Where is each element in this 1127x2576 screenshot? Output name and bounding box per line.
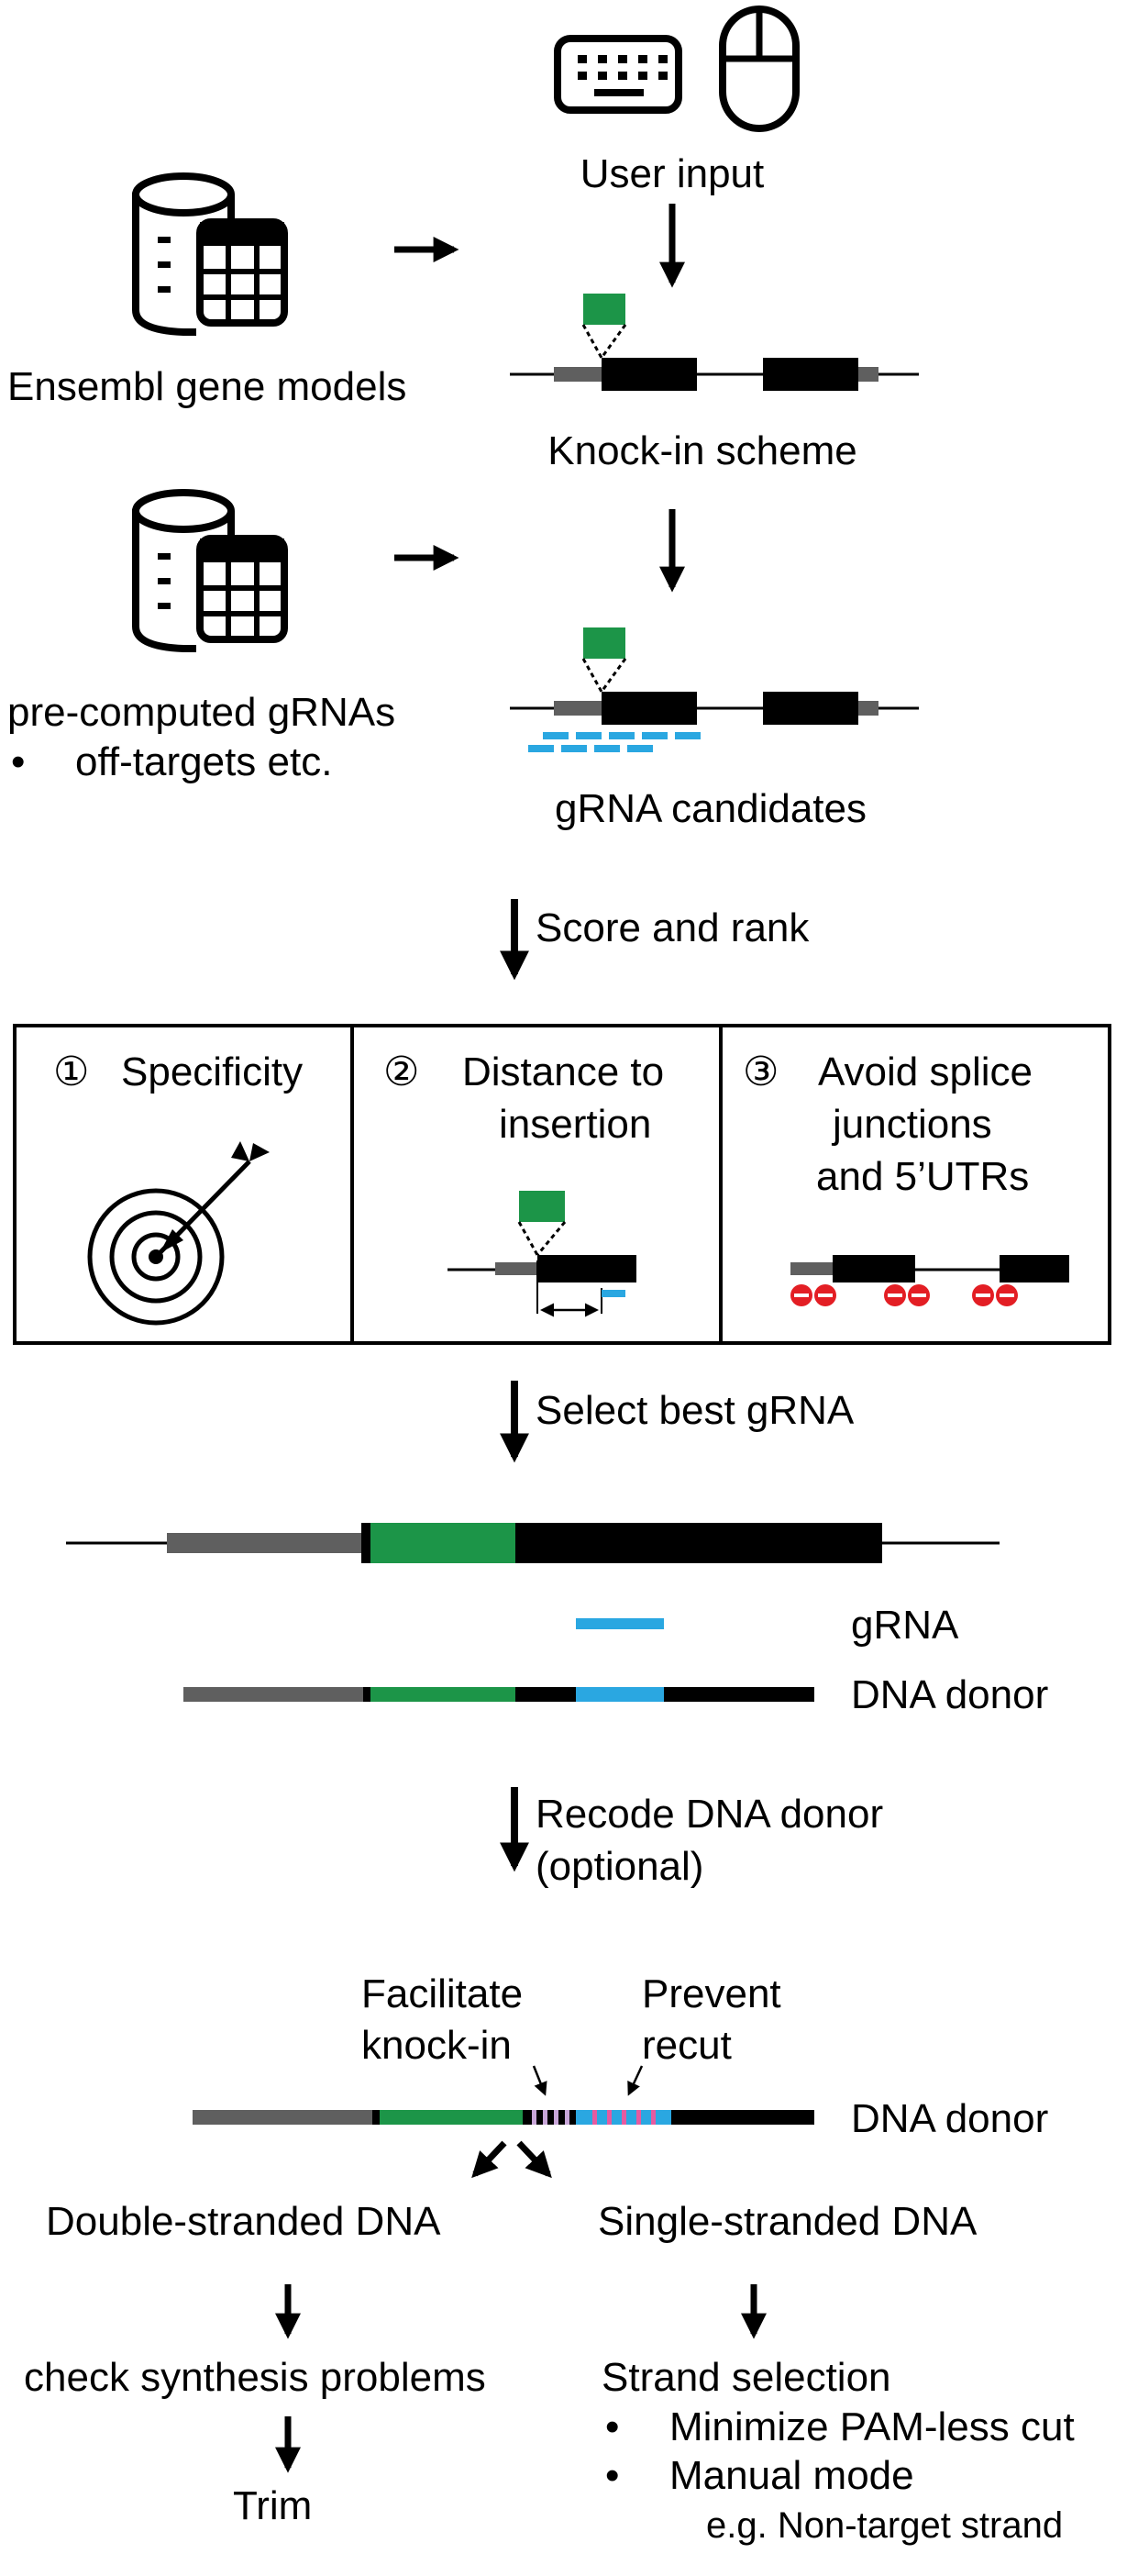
criterion-3-label-line1: Avoid splice: [818, 1049, 1033, 1094]
criterion-2-label-line1: Distance to: [462, 1049, 664, 1094]
no-entry-icon: [790, 1284, 836, 1306]
recoded-dna-donor-track: [193, 2110, 814, 2125]
arrow-pointer: [627, 2065, 644, 2096]
strand-selection-label: Strand selection: [602, 2355, 891, 2400]
grna-candidates-gene-model: [510, 627, 919, 752]
offtargets-label: off-targets etc.: [75, 739, 332, 784]
facilitate-label-line1: Facilitate: [361, 1971, 523, 2016]
select-best-label: Select best gRNA: [536, 1388, 855, 1433]
dna-donor-label: DNA donor: [851, 1672, 1048, 1717]
target-icon: [87, 1141, 270, 1326]
arrow-down-left: [471, 2140, 507, 2179]
minimize-pamless-label: Minimize PAM-less cut: [669, 2404, 1075, 2449]
criterion-1-number: ①: [53, 1049, 89, 1094]
criteria-box: [13, 1024, 1111, 1345]
facilitate-label-line2: knock-in: [361, 2023, 512, 2068]
grna-candidates-label: gRNA candidates: [555, 786, 867, 831]
manual-mode-label: Manual mode: [669, 2453, 914, 2498]
grna-label: gRNA: [851, 1603, 959, 1648]
double-stranded-label: Double-stranded DNA: [46, 2199, 441, 2244]
criterion-2-label-line2: insertion: [499, 1102, 651, 1147]
criterion-3-label-line3: and 5’UTRs: [816, 1154, 1029, 1199]
arrow-down-right: [516, 2140, 552, 2179]
dna-donor-track: [183, 1687, 814, 1702]
bullet: •: [605, 2453, 619, 2498]
criterion-3-label-line2: junctions: [831, 1102, 992, 1147]
grna-bar: [576, 1618, 664, 1629]
prevent-label-line2: recut: [642, 2023, 732, 2068]
non-target-strand-label: e.g. Non-target strand: [706, 2505, 1063, 2546]
trim-label: Trim: [233, 2483, 312, 2528]
distance-gene-model: [447, 1191, 636, 1317]
knockin-scheme-label: Knock-in scheme: [547, 428, 856, 473]
bullet: •: [605, 2404, 619, 2449]
genome-track: [66, 1523, 1000, 1563]
no-entry-icon: [884, 1284, 930, 1306]
criterion-1-label: Specificity: [121, 1049, 303, 1094]
recode-label-line2: (optional): [536, 1844, 703, 1889]
single-stranded-label: Single-stranded DNA: [598, 2199, 978, 2244]
ensembl-label: Ensembl gene models: [7, 364, 406, 409]
database-table-icon: [132, 489, 288, 652]
knockin-scheme-gene-model: [510, 294, 919, 391]
criterion-2-number: ②: [383, 1049, 419, 1094]
user-input-label: User input: [580, 151, 765, 196]
score-rank-label: Score and rank: [536, 905, 810, 950]
precomputed-label: pre-computed gRNAs: [7, 690, 395, 735]
splice-avoid-gene-model: [790, 1255, 1069, 1282]
keyboard-icon: [554, 35, 682, 114]
recode-label-line1: Recode DNA donor: [536, 1792, 883, 1837]
dna-donor-label-2: DNA donor: [851, 2096, 1048, 2141]
criterion-3-number: ③: [743, 1049, 779, 1094]
database-table-icon: [132, 172, 288, 336]
mouse-icon: [719, 6, 800, 132]
arrow-pointer: [532, 2065, 547, 2096]
prevent-label-line1: Prevent: [642, 1971, 781, 2016]
check-synthesis-label: check synthesis problems: [24, 2355, 486, 2400]
no-entry-icon: [972, 1284, 1018, 1306]
bullet: •: [11, 739, 25, 784]
